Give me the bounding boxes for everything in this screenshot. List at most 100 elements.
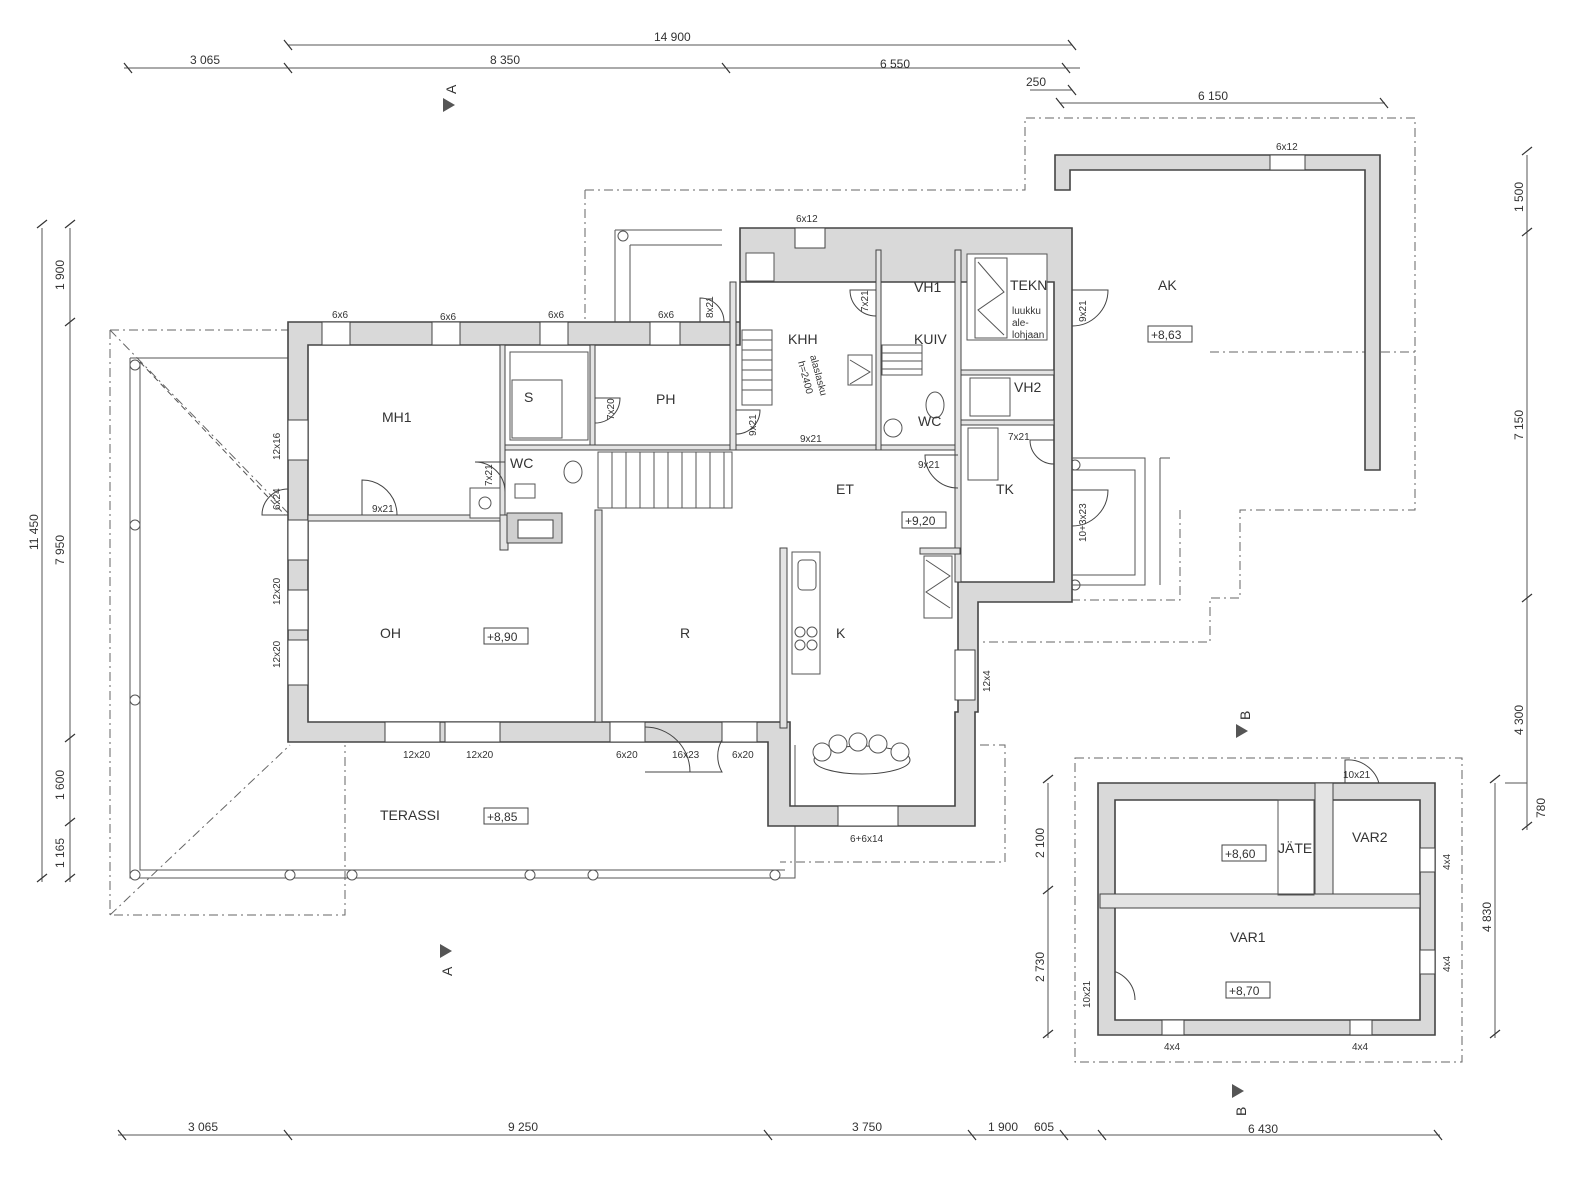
level-oh: +8,90 [487,630,518,644]
room-label-tekn: TEKN [1010,277,1047,293]
label-w12x20-b: 12x20 [272,640,283,668]
label-d7x20-s: 7x20 [606,398,617,420]
label-d9x21-et: 9x21 [918,460,940,471]
roof-outline-annex [780,351,1415,863]
garage-window [1269,154,1306,171]
label-d7x21-wc: 7x21 [484,464,495,486]
roof-outline-storage [1074,757,1463,1063]
dim-store-2: 2 730 [1033,952,1047,982]
dimension-labels: 14 900 3 065 8 350 6 550 250 6 150 3 065… [27,30,1548,1136]
room-label-oh: OH [380,625,401,641]
note-tekn-3: lohjaan [1012,330,1044,341]
dim-top-garage: 6 150 [1198,89,1228,103]
label-d8x21: 8x21 [705,296,716,318]
label-d9x21-khh-a: 9x21 [748,414,759,436]
section-arrow-b-bottom [1232,1084,1244,1098]
label-w6x6-c: 6x6 [548,310,565,321]
dim-left-1: 1 900 [53,260,67,290]
interior-walls [307,249,1055,729]
label-w6x20-b: 6x20 [732,750,754,761]
dim-left-total: 11 450 [27,514,41,550]
entrance-porch [1072,457,1170,586]
room-label-var2: VAR2 [1352,829,1388,845]
label-w6x20-a: 6x20 [616,750,638,761]
label-d9x21-tekn: 9x21 [1078,300,1089,322]
terrace-diagonal [139,361,286,516]
section-label-a-top: A [443,84,459,94]
label-d9x21-khh-b: 9x21 [800,434,822,445]
room-label-terassi: TERASSI [380,807,440,823]
label-w4x4-a: 4x4 [1442,853,1453,870]
opening-labels: 6x6 6x6 6x6 6x6 6x12 6x12 8x21 9x21 7x21… [272,142,1453,1053]
room-label-ak: AK [1158,277,1177,293]
room-label-r: R [680,625,690,641]
note-tekn-2: ale- [1012,318,1029,329]
label-d7x21-vh2: 7x21 [1008,432,1030,443]
dim-store-1: 2 100 [1033,828,1047,858]
dim-bottom-2: 9 250 [508,1120,538,1134]
dining-table [812,732,911,775]
roof-hip-line-2 [109,744,291,916]
jate-bins [1277,799,1315,896]
dim-right-5: 4 830 [1480,902,1494,932]
room-label-ph: PH [656,391,675,407]
section-label-b-top: B [1237,711,1253,720]
label-w12x20-c: 12x20 [403,750,431,761]
level-var1: +8,70 [1229,984,1260,998]
dim-right-2: 7 150 [1512,410,1526,440]
dim-top-left: 3 065 [190,53,220,67]
dim-top-mid: 8 350 [490,53,520,67]
label-w6x6-a: 6x6 [332,310,349,321]
room-label-var1: VAR1 [1230,929,1266,945]
dim-top-right: 6 550 [880,57,910,71]
room-label-vh1: VH1 [914,279,941,295]
north-canopy [614,229,722,325]
room-label-k: K [836,625,846,641]
section-label-b-bottom: B [1233,1107,1249,1116]
label-w4x4-b: 4x4 [1442,955,1453,972]
dim-bottom-5: 605 [1034,1120,1054,1134]
dim-left-2: 7 950 [53,535,67,565]
label-d10x21-var2: 10x21 [1343,770,1371,781]
doors [261,289,1381,1001]
section-markers [440,98,1248,1098]
label-w12x16: 12x16 [272,432,283,460]
label-w4x4-d: 4x4 [1352,1042,1369,1053]
section-arrow-b-top [1236,724,1248,738]
room-label-wc2: WC [918,413,941,429]
label-w12x20-d: 12x20 [466,750,494,761]
roof-hip-line-1 [109,329,291,516]
roof-outline-main [109,117,1416,916]
windows [287,227,976,827]
dim-right-1: 1 500 [1512,182,1526,212]
label-d10x3x23: 10+3x23 [1078,503,1089,542]
label-w6x6-d: 6x6 [658,310,675,321]
room-label-khh: KHH [788,331,818,347]
room-label-et: ET [836,481,854,497]
room-label-jate: JÄTE [1278,840,1312,856]
level-terassi: +8,85 [487,810,518,824]
level-storage: +8,60 [1225,847,1256,861]
dim-bottom-6: 6 430 [1248,1122,1278,1136]
label-d6x24: 6x24 [272,488,283,510]
label-w12x20-a: 12x20 [272,577,283,605]
section-arrow-a-top [443,98,455,112]
note-tekn-1: luukku [1012,306,1041,317]
dim-top-total: 14 900 [654,30,691,44]
storage-interior-walls [1099,782,1421,909]
label-d9x21-mh1: 9x21 [372,504,394,515]
section-label-a-bottom: A [439,966,455,976]
label-w6x12-b: 6x12 [1276,142,1298,153]
room-label-mh1: MH1 [382,409,412,425]
terrace-outline [129,357,796,879]
dim-right-4: 780 [1534,798,1548,818]
level-et: +9,20 [905,514,936,528]
room-label-vh2: VH2 [1014,379,1041,395]
dim-bottom-4: 1 900 [988,1120,1018,1134]
label-w4x4-c: 4x4 [1164,1042,1181,1053]
exterior-walls [287,227,1073,827]
level-ak: +8,63 [1151,328,1182,342]
dim-bottom-1: 3 065 [188,1120,218,1134]
dimension-lines [36,39,1533,1141]
